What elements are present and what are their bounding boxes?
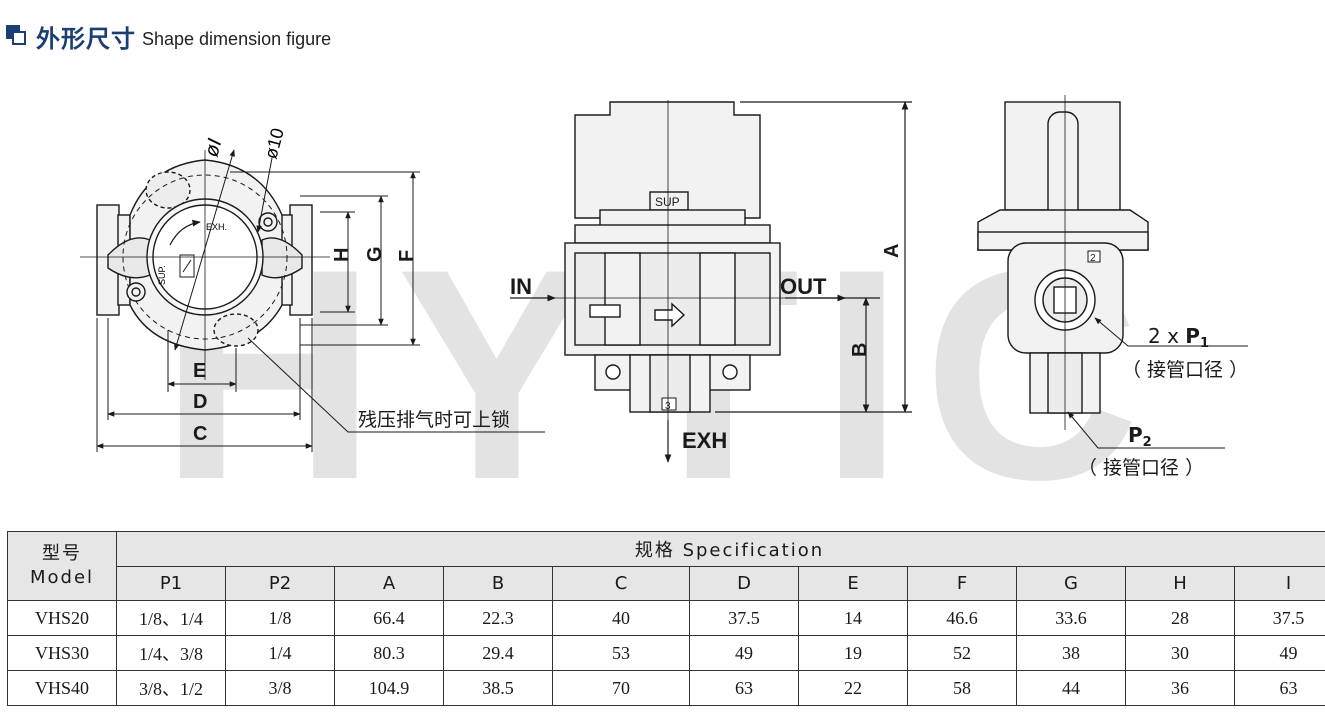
front-sup-label: SUP	[655, 195, 680, 209]
exhaust-lock-label: 残压排气时可上锁	[358, 409, 510, 431]
table-row: VHS40 3/8、1/2 3/8 104.9 38.5 70 63 22 58…	[7, 670, 1325, 706]
table-cell: 63	[689, 670, 799, 706]
side-port2-label: 2	[1090, 253, 1096, 264]
table-cell: 49	[689, 635, 799, 671]
spec-header: 规格 Specification	[115, 531, 1325, 567]
front-in-label: IN	[510, 274, 532, 299]
table-cell: 3/8、1/2	[116, 670, 226, 706]
table-cell: 14	[798, 600, 908, 636]
left-dim-lines	[96, 171, 545, 452]
table-cell: 66.4	[334, 600, 444, 636]
table-cell: 1/8、1/4	[116, 600, 226, 636]
dim-o10-label: ø10	[261, 126, 288, 161]
col-header: P2	[225, 566, 335, 601]
model-cell: VHS20	[7, 600, 117, 636]
col-header: I	[1233, 566, 1325, 601]
dim-h-label: H	[331, 248, 353, 262]
table-cell: 30	[1125, 635, 1235, 671]
table-cell: 70	[552, 670, 690, 706]
table-cell: 80.3	[334, 635, 444, 671]
dim-e-label: E	[193, 360, 206, 382]
front-view	[540, 100, 850, 450]
table-cell: 1/8	[225, 600, 335, 636]
col-header: B	[443, 566, 553, 601]
column-header-row: P1 P2 A B C D E F G H I	[8, 566, 1325, 601]
side-p2-sub: 2	[1143, 435, 1152, 450]
table-cell: 40	[552, 600, 690, 636]
col-header: H	[1125, 566, 1235, 601]
dim-oi-label: øI	[201, 136, 227, 159]
side-p1-label: 2 x P1	[1148, 324, 1209, 351]
table-cell: 19	[798, 635, 908, 671]
spec-table: 型号 Model 规格 Specification P1 P2 A B C D …	[7, 531, 1325, 706]
dim-f-label: F	[396, 250, 418, 262]
dim-d-label: D	[193, 391, 207, 413]
section-icon	[6, 25, 28, 47]
col-header: A	[334, 566, 444, 601]
table-row: VHS20 1/8、1/4 1/8 66.4 22.3 40 37.5 14 4…	[7, 600, 1325, 636]
dim-c-label: C	[193, 423, 207, 445]
model-header-en: Model	[29, 567, 95, 588]
side-p2-letter: P	[1128, 423, 1143, 447]
dim-a-label: A	[881, 244, 903, 258]
table-cell: 37.5	[1233, 600, 1325, 636]
table-cell: 3/8	[225, 670, 335, 706]
side-p2-label: P2	[1128, 423, 1152, 450]
col-header: D	[689, 566, 799, 601]
model-cell: VHS40	[7, 670, 117, 706]
title-cn: 外形尺寸	[36, 24, 136, 53]
side-view	[977, 95, 1149, 430]
table-cell: 36	[1125, 670, 1235, 706]
front-port3-label: 3	[665, 401, 671, 412]
table-cell: 1/4	[225, 635, 335, 671]
table-cell: 52	[907, 635, 1017, 671]
side-p1-sub: 1	[1200, 336, 1209, 351]
title-en: Shape dimension figure	[142, 28, 332, 49]
table-cell: 33.6	[1016, 600, 1126, 636]
model-header-cn: 型号	[42, 543, 82, 564]
model-header: 型号 Model	[7, 531, 117, 601]
side-p1-note: （ 接管口径 ）	[1122, 359, 1248, 381]
table-cell: 49	[1233, 635, 1325, 671]
dim-g-label: G	[364, 246, 386, 262]
side-p2-note: （ 接管口径 ）	[1078, 457, 1204, 479]
side-p1-prefix: 2 x	[1148, 324, 1185, 348]
table-cell: 22	[798, 670, 908, 706]
table-row: VHS30 1/4、3/8 1/4 80.3 29.4 53 49 19 52 …	[7, 635, 1325, 671]
shape-dimension-diagram: HYTIC øI ø10 E	[80, 95, 1248, 500]
table-cell: 1/4、3/8	[116, 635, 226, 671]
col-header: G	[1016, 566, 1126, 601]
top-view	[80, 149, 330, 380]
gauge-sup-label: SUP.	[157, 265, 167, 285]
section-header: 外形尺寸 Shape dimension figure	[6, 18, 331, 54]
gauge-exh-label: EXH.	[206, 222, 227, 232]
table-cell: 28	[1125, 600, 1235, 636]
dim-b-label: B	[849, 343, 871, 357]
front-exh-label: EXH	[682, 428, 727, 453]
side-leaders	[1067, 317, 1248, 449]
front-out-label: OUT	[780, 274, 827, 299]
front-dim-lines	[510, 101, 912, 463]
table-cell: 53	[552, 635, 690, 671]
table-cell: 46.6	[907, 600, 1017, 636]
table-cell: 104.9	[334, 670, 444, 706]
col-header: E	[798, 566, 908, 601]
table-cell: 44	[1016, 670, 1126, 706]
table-cell: 37.5	[689, 600, 799, 636]
col-header: C	[552, 566, 690, 601]
col-header: F	[907, 566, 1017, 601]
table-cell: 22.3	[443, 600, 553, 636]
table-cell: 29.4	[443, 635, 553, 671]
side-p1-letter: P	[1185, 324, 1200, 348]
table-cell: 38.5	[443, 670, 553, 706]
table-cell: 58	[907, 670, 1017, 706]
table-cell: 38	[1016, 635, 1126, 671]
table-cell: 63	[1233, 670, 1325, 706]
col-header: P1	[116, 566, 226, 601]
model-cell: VHS30	[7, 635, 117, 671]
